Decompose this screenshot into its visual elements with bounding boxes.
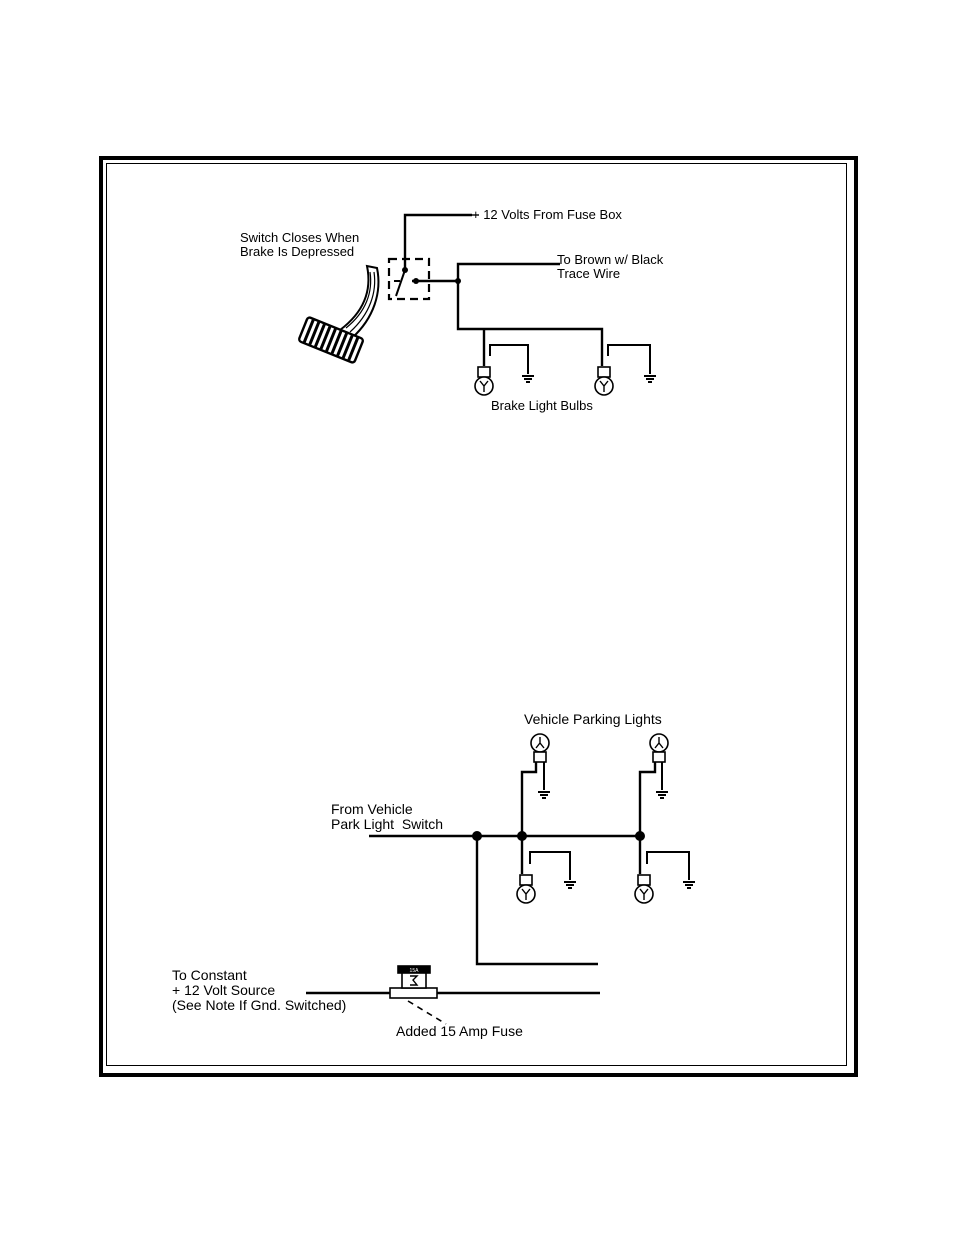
ground-symbol — [538, 792, 550, 798]
park-switch-label-line2: Park Light Switch — [331, 817, 443, 832]
park-switch-label-line1: From Vehicle — [331, 802, 413, 817]
fuse-box-feed-wire — [405, 215, 472, 270]
parking-bulb-left — [531, 734, 549, 762]
splice-dot — [472, 831, 482, 841]
ground-symbol — [656, 792, 668, 798]
source-label-line1: To Constant — [172, 968, 247, 983]
brake-light-circuit — [389, 215, 650, 374]
switch-label-line1: Switch Closes When — [240, 231, 359, 245]
brake-bulbs-label: Brake Light Bulbs — [491, 399, 593, 413]
fuse-label: Added 15 Amp Fuse — [396, 1024, 523, 1039]
fuse-rating-text: 15A — [410, 968, 420, 974]
tap-wire — [477, 836, 598, 964]
ground-symbol — [522, 376, 534, 382]
switch-blade — [396, 270, 405, 296]
brake-bulb-right — [595, 367, 613, 395]
switch-label-line2: Brake Is Depressed — [240, 245, 354, 259]
trailer-bulb-right — [635, 875, 653, 903]
brake-pedal-icon — [298, 266, 378, 363]
source-label-line2: + 12 Volt Source — [172, 983, 275, 998]
wire-label-line2: Trace Wire — [557, 267, 620, 281]
brake-switch-housing — [389, 259, 429, 299]
splice-dot — [517, 831, 527, 841]
wire-label-line1: To Brown w/ Black — [557, 253, 663, 267]
ground-symbol — [564, 882, 576, 888]
splice-dot — [635, 831, 645, 841]
ground-symbol — [644, 376, 656, 382]
source-label-line3: (See Note If Gnd. Switched) — [172, 998, 346, 1013]
parking-bulb-right — [650, 734, 668, 762]
splice-dot — [455, 278, 461, 284]
brake-bulb-left — [475, 367, 493, 395]
trailer-bulb-left — [517, 875, 535, 903]
parking-lights-label: Vehicle Parking Lights — [524, 712, 662, 727]
ground-symbol — [683, 882, 695, 888]
fuse-box-label: + 12 Volts From Fuse Box — [472, 208, 622, 222]
